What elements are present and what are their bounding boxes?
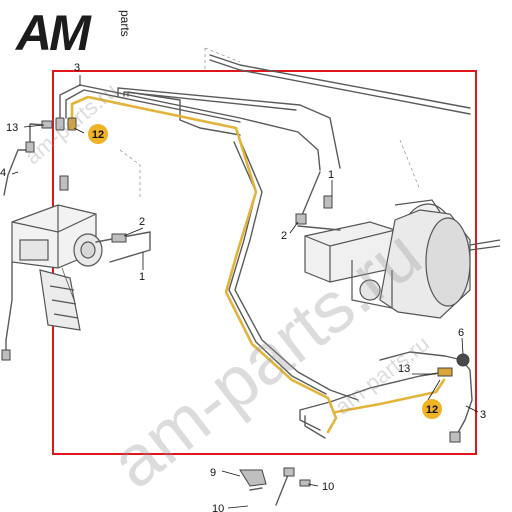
- pipe-fittings: [1, 117, 470, 487]
- callout-9-bottom: 9: [210, 467, 216, 479]
- highlighted-pipe: [70, 95, 446, 434]
- callout-2-right: 2: [281, 230, 287, 242]
- dashed-guides: [119, 47, 421, 200]
- callout-badge-12-top: [88, 124, 108, 144]
- callout-10-bottom-b: 10: [322, 481, 334, 493]
- callout-13-left: 13: [6, 122, 18, 134]
- logo-text: AM: [16, 5, 91, 61]
- callout-13-right: 13: [398, 363, 410, 375]
- callout-6-right: 6: [458, 327, 464, 339]
- callout-10-bottom-a: 10: [212, 503, 224, 512]
- callout-12-right: 12: [426, 404, 438, 416]
- callout-leaders: [11, 75, 479, 509]
- callout-2-mid: 2: [139, 216, 145, 228]
- callout-1-mid: 1: [139, 271, 145, 283]
- logo-subtext: parts: [118, 10, 132, 37]
- abs-unit: [11, 204, 103, 331]
- brake-booster: [304, 199, 501, 319]
- callout-1-right: 1: [328, 169, 334, 181]
- callout-12-top: 12: [92, 129, 104, 141]
- callout-3-top: 3: [74, 62, 80, 74]
- callout-3-right: 3: [480, 409, 486, 421]
- callout-4-left: 4: [0, 167, 6, 179]
- callout-badge-12-right: [422, 399, 442, 419]
